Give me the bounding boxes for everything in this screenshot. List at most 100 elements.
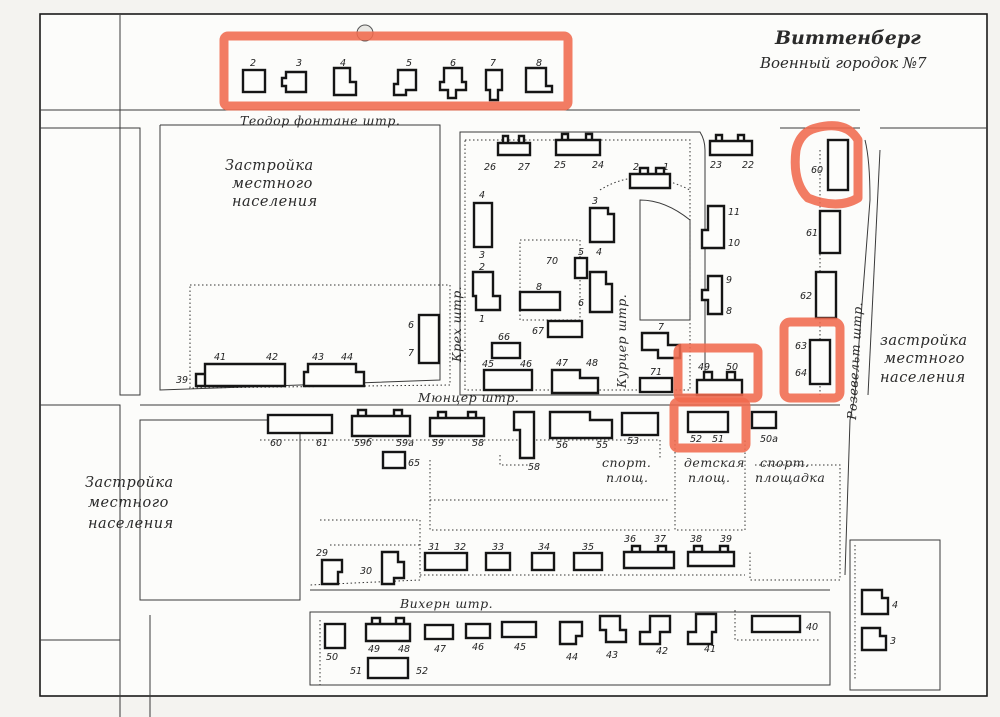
building (638, 614, 672, 646)
building (808, 338, 832, 386)
building (484, 551, 512, 572)
building-number: 2 (250, 58, 256, 69)
building-number: 48 (586, 358, 598, 369)
building-number: 59 (432, 438, 444, 449)
map-subtitle: Военный городок №7 (759, 54, 927, 72)
road-line (40, 404, 121, 717)
building-number: 46 (520, 359, 532, 370)
road-line (844, 139, 871, 576)
building (366, 656, 410, 680)
building (814, 270, 838, 320)
building (686, 544, 736, 568)
building-numbers: 2 3 4 5 6 7 8 26 27 25 24 2 1 23 22 4 3 … (176, 58, 898, 677)
building-number: 24 (592, 160, 604, 171)
building (320, 558, 344, 586)
area-labels: Застройка местного населения застройка м… (85, 158, 967, 532)
highlight-buildings-63-64 (779, 317, 845, 403)
building (750, 614, 802, 634)
building (423, 551, 469, 572)
building-number: 61 (806, 228, 818, 239)
building (620, 411, 660, 437)
building (496, 134, 532, 157)
building-number: 58 (472, 438, 484, 449)
road-line (867, 149, 881, 396)
building (428, 410, 486, 438)
building (628, 166, 672, 190)
building-number: 37 (654, 534, 666, 545)
building (323, 622, 347, 650)
building-number: 64 (795, 368, 807, 379)
building (546, 319, 584, 339)
buildings (194, 66, 890, 680)
building (700, 204, 726, 250)
highlight-marks (219, 31, 863, 453)
building (464, 622, 492, 640)
area-local-right-line: местного (884, 351, 965, 367)
area-local-right-line: населения (880, 370, 966, 386)
building-number: 3 (296, 58, 302, 69)
building-number: 5 (578, 247, 584, 258)
road-lines (40, 15, 987, 717)
building-number: 5 (406, 58, 412, 69)
area-local-left-line: местного (88, 495, 169, 511)
building-number: 43 (312, 352, 324, 363)
building-number: 44 (566, 652, 578, 663)
area-local-left-line: населения (88, 516, 174, 532)
building (423, 623, 455, 641)
building-number: 55 (596, 440, 608, 451)
building (364, 616, 412, 643)
road-line (459, 131, 706, 396)
building-number: 59б (354, 438, 372, 449)
map-title: Виттенберг (774, 27, 921, 49)
building-number: 46 (472, 642, 484, 653)
building (550, 368, 600, 395)
area-local-top-line: населения (232, 194, 318, 210)
building (392, 68, 418, 97)
building-number: 49 (698, 362, 710, 373)
building (558, 620, 584, 646)
building (554, 132, 602, 157)
street-fontane: Теодор фонтане штр. (240, 113, 400, 128)
area-local-top-line: местного (232, 176, 313, 192)
building-number: 47 (434, 644, 446, 655)
building-number: 49 (368, 644, 380, 655)
building-number: 36 (624, 534, 636, 545)
fence-line (189, 284, 451, 389)
building-number: 2 (633, 162, 639, 173)
building-number: 42 (656, 646, 668, 657)
building-number: 30 (360, 566, 372, 577)
building (332, 66, 358, 97)
building-number: 45 (514, 642, 526, 653)
building (438, 66, 468, 100)
building-number: 71 (650, 367, 662, 378)
building (471, 270, 502, 312)
building (484, 68, 504, 102)
building-number: 66 (498, 332, 510, 343)
building-number: 25 (554, 160, 566, 171)
building (588, 270, 614, 314)
street-kreh: Крех штр. (449, 286, 464, 363)
building-number: 56 (556, 440, 568, 451)
building (622, 544, 676, 570)
building-number: 50 (726, 362, 738, 373)
building-number: 65 (408, 458, 420, 469)
building (598, 614, 628, 644)
building (482, 368, 534, 392)
building-number: 22 (742, 160, 754, 171)
area-local-left-line: Застройка (85, 475, 174, 491)
building (530, 551, 556, 572)
fence-line (749, 464, 841, 581)
building-number: 48 (398, 644, 410, 655)
building-number: 3 (592, 196, 598, 207)
building (860, 588, 890, 616)
building-number: 58 (528, 462, 540, 473)
area-sport-2-line: площадка (755, 470, 825, 485)
highlight-top-row (219, 31, 573, 111)
building-number: 41 (214, 352, 226, 363)
building-number: 42 (266, 352, 278, 363)
street-kurtser: Курцер штр. (614, 294, 629, 389)
area-kids-line: площ. (688, 470, 731, 485)
building-number: 52 (416, 666, 428, 677)
building-number: 29 (316, 548, 328, 559)
building-number: 7 (490, 58, 496, 69)
